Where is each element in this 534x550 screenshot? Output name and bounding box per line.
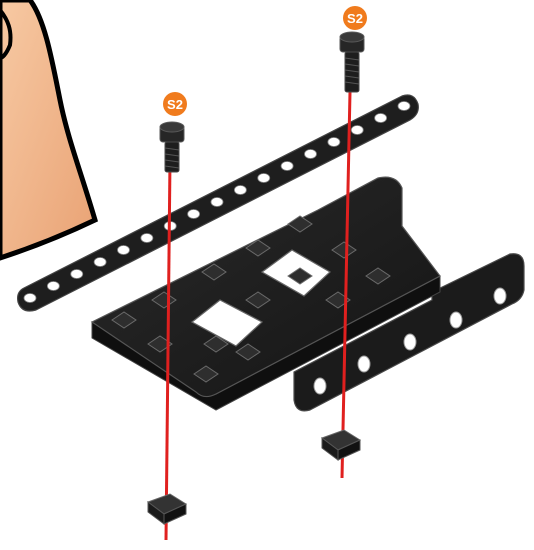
nut-icon [146, 493, 188, 525]
callout-label: S2 [347, 11, 363, 26]
plate-socket [287, 215, 313, 233]
strip-hole [23, 293, 37, 303]
plate-socket [287, 267, 313, 285]
plate-socket [245, 291, 271, 309]
strip-hole [70, 269, 84, 279]
axis-line-right [340, 91, 352, 479]
screw-icon [159, 121, 185, 173]
bracket-hole [449, 311, 463, 329]
strip-hole [46, 281, 60, 291]
strip-hole [233, 185, 247, 195]
screw-icon [339, 31, 365, 93]
strip-hole [327, 137, 341, 147]
plate-socket [365, 267, 391, 285]
strip-hole [374, 113, 388, 123]
plate-socket [203, 335, 229, 353]
plate-socket [235, 343, 261, 361]
callout-badge-left: S2 [163, 92, 187, 116]
plate-socket [147, 335, 173, 353]
callout-label: S2 [167, 97, 183, 112]
plate-socket [331, 241, 357, 259]
strip-hole [93, 257, 107, 267]
plate-socket [111, 311, 137, 329]
strip-hole [350, 125, 364, 135]
strip-hole [187, 209, 201, 219]
plate-socket [201, 263, 227, 281]
callout-badge-right: S2 [343, 6, 367, 30]
bracket-hole [493, 287, 507, 305]
bracket-hole [357, 355, 371, 373]
strip-hole [117, 245, 130, 255]
nut-icon [320, 429, 362, 461]
assembly-lines [164, 91, 352, 541]
plate-socket [193, 365, 219, 383]
hand-icon [0, 0, 98, 261]
strip-hole [257, 173, 271, 183]
plate-socket [325, 291, 351, 309]
axis-line-left [164, 159, 172, 541]
strip-hole [397, 101, 411, 111]
bracket-hole [313, 377, 327, 395]
strip-hole [140, 233, 154, 243]
plate-icon [90, 176, 441, 411]
strip-hole [210, 197, 224, 207]
strip-hole [304, 149, 317, 159]
plate-socket [245, 239, 271, 257]
strip-hole [280, 161, 294, 171]
bracket-hole [403, 333, 417, 351]
